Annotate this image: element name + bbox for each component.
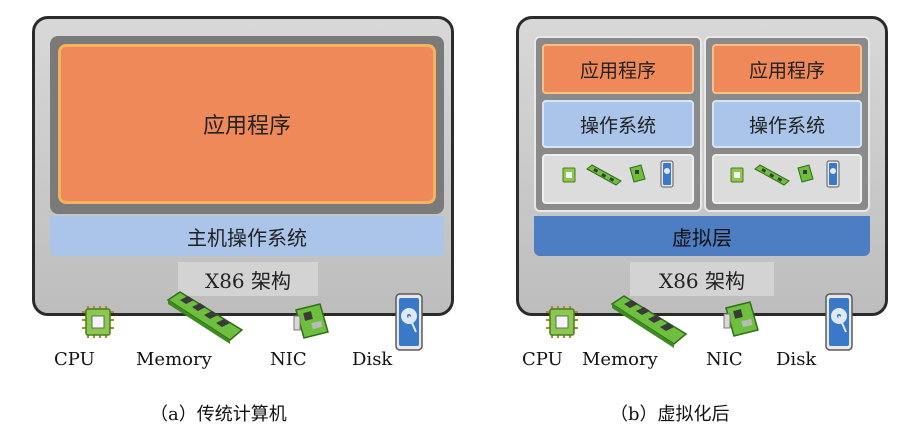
vm1-os-label: 操作系统 [579, 114, 656, 137]
vm2-app-label: 应用程序 [748, 59, 825, 82]
nic-icon [293, 303, 329, 339]
left-cpu-label: CPU [54, 349, 95, 370]
vm2-cpu-icon [730, 167, 744, 183]
left-caption: （a）传统计算机 [150, 404, 287, 425]
right-nic-label: NIC [706, 349, 743, 370]
left-host-os-box: 主机操作系统 [50, 216, 444, 256]
virtual-layer-label: 虚拟层 [672, 225, 732, 250]
right-arch-label: X86 架构 [658, 268, 746, 293]
cpu-icon [546, 306, 578, 338]
vm2-app-box: 应用程序 [712, 44, 862, 94]
right-cpu-label: CPU [522, 349, 563, 370]
left-arch-label: X86 架构 [204, 268, 292, 293]
vm1-nic-icon [629, 164, 646, 183]
right-memory-label: Memory [582, 349, 658, 370]
vm1-memory-icon [586, 164, 622, 186]
left-arch-box: X86 架构 [178, 262, 318, 296]
memory-icon [166, 291, 244, 344]
cpu-icon [82, 306, 114, 338]
right-caption: （b）虚拟化后 [610, 404, 730, 425]
disk-icon [395, 293, 423, 351]
vm2-os-label: 操作系统 [748, 114, 825, 137]
disk-icon [825, 293, 853, 351]
virtual-layer-box: 虚拟层 [534, 216, 870, 256]
right-arch-box: X86 架构 [630, 262, 774, 296]
left-memory-label: Memory [136, 349, 212, 370]
right-disk-label: Disk [776, 349, 817, 370]
left-host-os-label: 主机操作系统 [187, 225, 307, 250]
left-nic-label: NIC [270, 349, 307, 370]
left-app-label: 应用程序 [202, 114, 291, 139]
nic-icon [723, 301, 759, 337]
vm1-os-box: 操作系统 [542, 100, 694, 148]
vm2-disk-icon [826, 160, 840, 188]
vm2-memory-icon [754, 164, 790, 186]
vm1-app-box: 应用程序 [542, 44, 694, 94]
memory-icon [610, 295, 688, 348]
left-disk-label: Disk [352, 349, 393, 370]
vm1-disk-icon [660, 160, 674, 188]
vm2-nic-icon [797, 164, 814, 183]
vm1-app-label: 应用程序 [579, 59, 656, 82]
vm1-cpu-icon [562, 167, 576, 183]
left-app-box: 应用程序 [58, 44, 436, 204]
vm2-os-box: 操作系统 [712, 100, 862, 148]
